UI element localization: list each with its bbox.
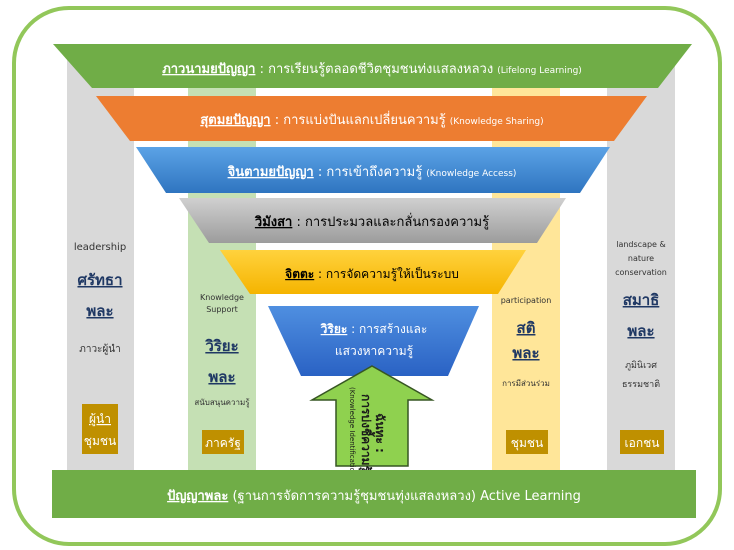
pillar-4-en1: landscape & [616,240,666,249]
pillar-4-title2: พละ [627,322,654,340]
pillar-1-en: leadership [74,242,126,253]
level-1-band [53,44,692,88]
pillar-2-title1: วิริยะ [205,337,239,355]
level-1-label: ภาวนามยปัญญา : การเรียนรู้ตลอดชีวิตชุมชน… [162,61,582,77]
base-bar [52,470,696,518]
pillar-4-sub1: ภูมินิเวศ [625,360,657,371]
pillar-4-en2: nature [628,254,654,263]
pillar-3-title2: พละ [512,344,539,362]
pillar-2-badge [202,430,244,454]
level-3-band [136,147,610,193]
pillar-4-badge-text: เอกชน [625,436,660,450]
arrow-label-line2: การบ่งชี้ความรู้ [358,394,376,472]
level-4-label: วิมังสา : การประมวลและกลั่นกรองความรู้ [254,213,489,230]
base-label: ปัญญาพละ (ฐานการจัดการความรู้ชุมชนทุ่งแส… [167,489,581,504]
pillar-1-title1: ศรัทธา [77,271,122,289]
pillar-3-en: participation [501,296,552,305]
level-6-label-line1: วิริยะ : การสร้างและ [320,322,427,336]
pillar-3-badge [506,430,548,454]
pillar-4-badge [620,430,664,454]
pillar-2-en1: Knowledge [200,293,244,302]
pillar-4-title1: สมาธิ [623,291,660,309]
arrow-label-line1: ฉันทะ : [373,413,387,453]
pillar-1-badge-line2: ชุมชน [84,434,116,449]
arrow-label-line3: (Knowledge Identification) [348,387,356,479]
pillar-1-badge-line1: ผู้นำ [89,412,111,427]
level-3-label: จินตามยปัญญา : การเข้าถึงความรู้(Knowled… [227,165,516,180]
level-2-band [96,96,647,141]
level-6-label-line2: แสวงหาความรู้ [335,344,414,359]
level-2-label: สุตมยปัญญา : การแบ่งปันแลกเปลี่ยนความรู้… [200,111,543,128]
pillar-1-sub: ภาวะผู้นำ [79,343,121,355]
level-6-band [268,306,479,376]
pillar-1-title2: พละ [86,302,113,320]
pillar-4-sub2: ธรรมชาติ [622,379,660,390]
level-5-label: จิตตะ : การจัดความรู้ให้เป็นระบบ [285,266,459,282]
pillar-4-en3: conservation [615,268,667,277]
pillar-2-badge-text: ภาครัฐ [205,436,241,450]
pillar-2-sub: สนับสนุนความรู้ [194,398,250,408]
pillar-3-sub: การมีส่วนร่วม [502,379,550,388]
pillar-2-title2: พละ [208,368,235,386]
arrow-label: ฉันทะ : การบ่งชี้ความรู้ (Knowledge Iden… [348,387,387,479]
up-arrow [309,365,435,467]
level-5-band [220,250,526,294]
pillar-3-title1: สติ [517,319,536,337]
pillar-2-en2: Support [206,305,238,314]
level-4-band [179,198,566,243]
pillar-3-badge-text: ชุมชน [511,436,543,451]
pillar-1-badge [82,404,118,454]
